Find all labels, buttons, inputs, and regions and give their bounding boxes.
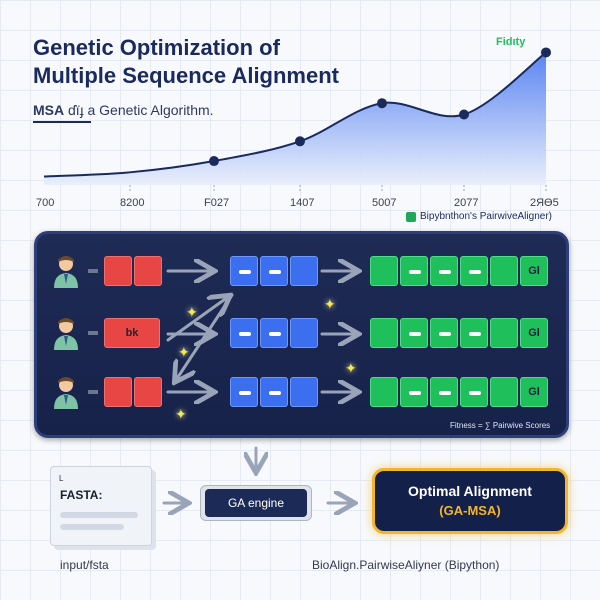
blue-cell <box>260 256 288 286</box>
fitness-note: Fitness = ∑ Pairwive Scores <box>450 421 551 430</box>
green-sequence-block: Gl <box>370 256 548 286</box>
person-avatar-icon <box>52 316 80 350</box>
subtitle: MSA ɗїɟ a Genetic Algorithm. <box>33 102 214 118</box>
green-cell <box>430 256 458 286</box>
data-point <box>459 109 469 120</box>
green-cell: Gl <box>520 377 548 407</box>
green-cell <box>490 318 518 348</box>
subtitle-rest: ɗїɟ a Genetic Algorithm. <box>68 102 214 118</box>
sparkle-icon: ✦ <box>178 344 190 360</box>
blue-cell <box>230 318 258 348</box>
blue-cell <box>260 377 288 407</box>
ga-engine-label: GA engine <box>205 489 307 517</box>
optimal-alignment-box: Optimal Alignment (GA-MSA) <box>372 468 568 534</box>
subtitle-msa: MSA <box>33 102 65 118</box>
blue-cell <box>260 318 288 348</box>
x-tick-label: 2077 <box>454 197 479 209</box>
x-tick-label: F027 <box>204 197 230 209</box>
green-cell <box>490 256 518 286</box>
green-cell-label: Gl <box>528 386 540 398</box>
sparkle-icon: ✦ <box>345 360 357 376</box>
person-avatar-icon <box>52 375 80 409</box>
blue-cell <box>230 256 258 286</box>
green-cell <box>370 318 398 348</box>
title-line-1: Genetic Optimization of <box>33 35 280 60</box>
x-tick-label: 8200 <box>120 197 145 209</box>
green-cell <box>370 377 398 407</box>
blue-cell <box>290 318 318 348</box>
x-tick-label: 700 <box>36 197 55 209</box>
dash <box>88 269 98 273</box>
fitness-chart <box>43 47 551 193</box>
chart-note-text: Bipybnthon's PairwiveAligner) <box>420 211 552 222</box>
fasta-corner: L <box>59 474 64 483</box>
fasta-title: FASTA: <box>60 488 103 502</box>
blue-cell <box>290 377 318 407</box>
dash <box>88 390 98 394</box>
fasta-line <box>60 512 138 518</box>
red-cell <box>104 377 132 407</box>
input-label: input/fsta <box>60 558 109 572</box>
green-cell-label: Gl <box>528 265 540 277</box>
sparkle-icon: ✦ <box>186 304 198 320</box>
green-sequence-block: Gl <box>370 318 548 348</box>
series-label: Fidıty <box>496 36 526 48</box>
green-cell <box>490 377 518 407</box>
red-sequence-block <box>104 256 162 286</box>
data-point <box>541 47 551 58</box>
subtitle-underline <box>33 121 91 123</box>
x-tick-label: 1407 <box>290 197 315 209</box>
red-sequence-block <box>104 377 162 407</box>
green-cell: Gl <box>520 256 548 286</box>
blue-sequence-block <box>230 256 318 286</box>
x-tick-label: 2ЯӨ5 <box>530 197 559 209</box>
optimal-title: Optimal Alignment <box>408 483 532 499</box>
blue-sequence-block <box>230 318 318 348</box>
green-cell-label: Gl <box>528 327 540 339</box>
green-cell <box>370 256 398 286</box>
ga-engine-box: GA engine <box>200 485 312 521</box>
red-cell: bk <box>104 318 160 348</box>
green-cell <box>430 377 458 407</box>
green-cell <box>460 377 488 407</box>
blue-cell <box>230 377 258 407</box>
lock-icon <box>406 211 416 222</box>
green-cell <box>400 256 428 286</box>
red-cell <box>134 256 162 286</box>
green-sequence-block: Gl <box>370 377 548 407</box>
sparkle-icon: ✦ <box>175 406 187 422</box>
red-cell-label: bk <box>125 327 139 339</box>
person-avatar-icon <box>52 254 80 288</box>
green-cell <box>400 377 428 407</box>
sparkle-icon: ✦ <box>324 296 336 312</box>
data-point <box>209 156 219 167</box>
title-line-2: Multiple Sequence Alignment <box>33 63 339 88</box>
red-cell <box>134 377 162 407</box>
green-cell <box>400 318 428 348</box>
optimal-subtitle: (GA-MSA) <box>439 503 501 518</box>
fasta-file-card <box>50 466 152 546</box>
blue-sequence-block <box>230 377 318 407</box>
green-cell <box>430 318 458 348</box>
dash <box>88 331 98 335</box>
biopython-label: BioAlign.PairwiseAliyner (Bipython) <box>312 558 500 572</box>
green-cell <box>460 318 488 348</box>
chart-note: Bipybnthon's PairwiveAligner) <box>406 211 552 222</box>
blue-cell <box>290 256 318 286</box>
red-sequence-block: bk <box>104 318 160 348</box>
data-point <box>377 98 387 109</box>
green-cell <box>460 256 488 286</box>
data-point <box>295 136 305 147</box>
x-tick-label: 5007 <box>372 197 397 209</box>
fasta-line <box>60 524 124 530</box>
fitness-area <box>44 52 546 186</box>
green-cell: Gl <box>520 318 548 348</box>
page-title: Genetic Optimization of Multiple Sequenc… <box>33 34 393 90</box>
red-cell <box>104 256 132 286</box>
